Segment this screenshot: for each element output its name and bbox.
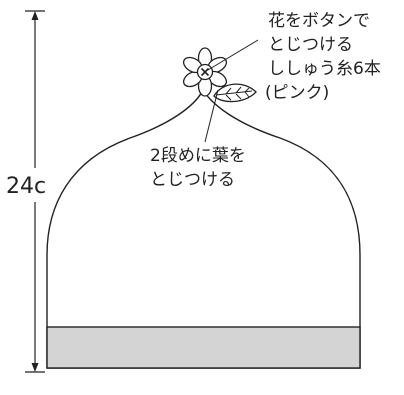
- leaf-note: 2段めに葉を とじつける: [150, 146, 251, 190]
- flower-petals: [182, 47, 228, 97]
- hat: [46, 88, 361, 369]
- height-label: 24c: [6, 174, 46, 199]
- leaf-note-line-2: とじつける: [150, 170, 235, 190]
- dimension-arrow-bottom: [31, 363, 39, 372]
- flower-note-line-4: (ピンク): [265, 83, 329, 103]
- leaf-vein: [215, 86, 253, 101]
- flower-note-line-2: とじつける: [268, 35, 353, 55]
- flower-note-leader: [207, 39, 259, 71]
- flower-note-line-1: 花をボタンで: [268, 11, 370, 31]
- hat-ribbing-band: [46, 326, 361, 369]
- height-dimension: 24c: [6, 10, 46, 373]
- flower-decoration: [182, 47, 228, 97]
- leaf-decoration: [213, 83, 257, 103]
- hat-body: [46, 88, 361, 369]
- flower-note-line-3: ししゅう糸6本: [268, 59, 381, 79]
- dimension-arrow-top: [31, 11, 39, 20]
- flower-note: 花をボタンで とじつける ししゅう糸6本 (ピンク): [265, 11, 386, 103]
- leaf-note-line-1: 2段めに葉を: [150, 146, 246, 166]
- leaf-note-leader: [204, 89, 219, 143]
- button-stitch-cross-icon: [200, 67, 210, 77]
